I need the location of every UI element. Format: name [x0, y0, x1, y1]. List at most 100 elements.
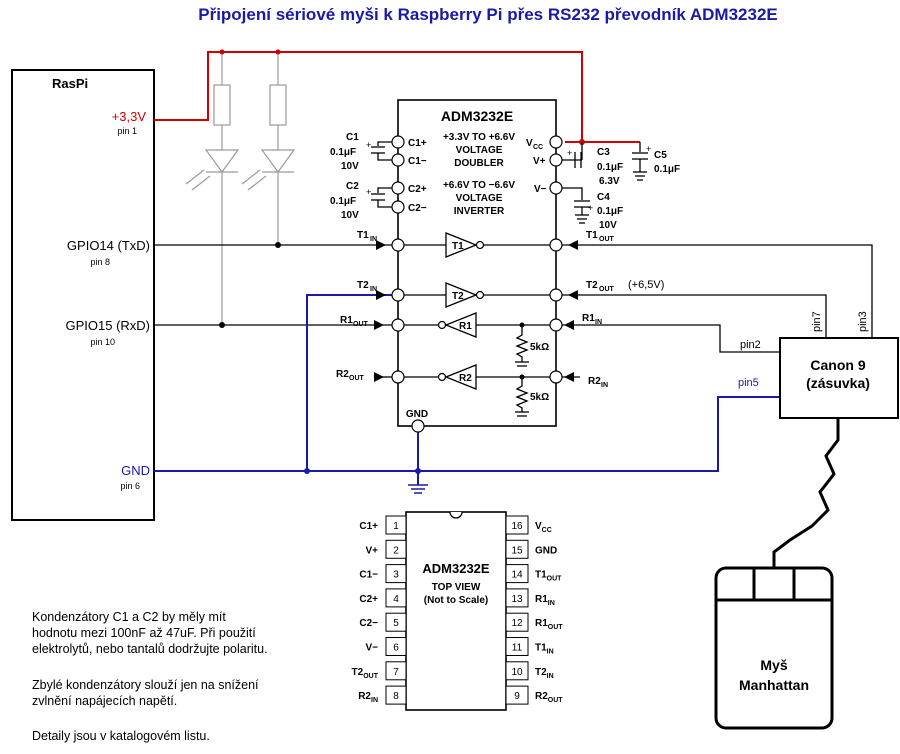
inverter-label: +6.6V TO −6.6V	[443, 180, 515, 191]
ground-symbol-main	[408, 484, 428, 494]
junction	[275, 49, 281, 55]
adm-gnd-label: GND	[406, 409, 428, 420]
svg-text:IN: IN	[370, 236, 377, 243]
svg-text:6: 6	[393, 643, 399, 654]
raspi-pin-3v3: +3,3V	[112, 109, 147, 124]
svg-text:T2IN: T2IN	[535, 667, 554, 680]
svg-text:T1OUT: T1OUT	[535, 570, 562, 583]
pin2-label: pin2	[740, 339, 761, 351]
svg-text:TOP VIEW: TOP VIEW	[432, 582, 481, 593]
svg-text:C5: C5	[654, 150, 667, 161]
svg-text:T2: T2	[586, 280, 598, 291]
svg-text:5kΩ: 5kΩ	[530, 342, 549, 353]
svg-text:R1IN: R1IN	[535, 594, 555, 607]
raspi-label: RasPi	[52, 76, 88, 91]
svg-text:12: 12	[511, 618, 523, 629]
arrow	[564, 372, 574, 382]
mouse-cable	[772, 418, 840, 568]
svg-text:IN: IN	[370, 286, 377, 293]
svg-text:C4: C4	[597, 192, 610, 203]
pin3-label: pin3	[857, 311, 869, 332]
svg-text:T2OUT: T2OUT	[352, 667, 379, 680]
svg-text:V+: V+	[533, 156, 546, 167]
junction	[275, 242, 281, 248]
package-pin-13: 13 R1IN	[505, 588, 555, 608]
svg-text:R2: R2	[588, 376, 601, 387]
svg-text:5kΩ: 5kΩ	[530, 392, 549, 403]
svg-text:IN: IN	[595, 319, 602, 326]
junction	[219, 49, 225, 55]
package-pin-3: 3C1−	[359, 564, 407, 584]
svg-text:9: 9	[514, 691, 520, 702]
note-capacitors: Kondenzátory C1 a C2 by měly mít hodnotu…	[32, 610, 268, 656]
svg-text:OUT: OUT	[349, 375, 365, 382]
package-pinout: ADM3232E TOP VIEW (Not to Scale)	[405, 511, 507, 711]
adm-title: ADM3232E	[441, 108, 513, 124]
svg-text:1: 1	[393, 521, 399, 532]
svg-text:V−: V−	[534, 184, 547, 195]
svg-text:C2+: C2+	[408, 184, 427, 195]
svg-text:R2OUT: R2OUT	[535, 691, 563, 704]
led-branch-2	[241, 52, 296, 245]
raspi-pin-3v3-num: pin 1	[117, 126, 137, 136]
svg-text:8: 8	[393, 691, 399, 702]
note-datasheet: Detaily jsou v katalogovém listu.	[32, 729, 210, 743]
adm3232e-block	[397, 99, 557, 427]
svg-text:2: 2	[393, 545, 399, 556]
svg-text:10V: 10V	[599, 220, 617, 231]
svg-text:C1−: C1−	[408, 156, 427, 167]
svg-text:10V: 10V	[341, 210, 359, 221]
supply-wire	[154, 51, 583, 142]
arrow	[568, 240, 578, 250]
t2in-ground-wire	[306, 294, 392, 471]
raspi-pin-gnd-num: pin 6	[120, 481, 140, 491]
t1out-wire	[562, 244, 873, 338]
mouse	[714, 566, 834, 730]
inverter-label-2: VOLTAGE	[456, 193, 503, 204]
svg-text:13: 13	[511, 594, 523, 605]
svg-text:+: +	[588, 203, 593, 213]
pin7-label: pin7	[811, 311, 823, 332]
svg-text:T1: T1	[452, 241, 464, 252]
svg-text:R1OUT: R1OUT	[535, 618, 563, 631]
package-pin-12: 12 R1OUT	[505, 612, 563, 632]
svg-text:0.1μF: 0.1μF	[597, 206, 623, 217]
svg-text:C2: C2	[346, 181, 359, 192]
capacitor-c3: + C3 0.1μF 6.3V	[562, 142, 623, 187]
doubler-label-3: DOUBLER	[454, 158, 504, 169]
svg-text:CC: CC	[533, 144, 543, 151]
svg-text:C3: C3	[597, 147, 610, 158]
arrow	[376, 240, 386, 250]
svg-text:0.1μF: 0.1μF	[330, 147, 356, 158]
raspi-pin-rxd-num: pin 10	[90, 337, 115, 347]
raspi-pin-txd: GPIO14 (TxD)	[67, 238, 150, 253]
arrow	[376, 290, 386, 300]
connector-sublabel: (zásuvka)	[806, 375, 870, 391]
svg-text:R1: R1	[582, 313, 595, 324]
svg-text:0.1μF: 0.1μF	[654, 164, 680, 175]
svg-text:V−: V−	[365, 643, 378, 654]
package-pin-4: 4C2+	[359, 588, 407, 608]
raspi-pin-gnd: GND	[121, 463, 150, 478]
arrow	[374, 320, 384, 330]
adm-gnd-pin	[411, 419, 425, 433]
svg-text:OUT: OUT	[599, 236, 615, 243]
arrow	[564, 320, 574, 330]
svg-text:11: 11	[512, 643, 523, 654]
raspi-pin-rxd: GPIO15 (RxD)	[65, 318, 150, 333]
svg-text:0.1μF: 0.1μF	[330, 196, 356, 207]
capacitor-c2: + C2 0.1μF 10V	[330, 181, 392, 221]
svg-text:T1: T1	[357, 230, 369, 241]
svg-text:VCC: VCC	[535, 521, 552, 534]
svg-text:R1: R1	[340, 315, 353, 326]
svg-text:3: 3	[393, 570, 399, 581]
